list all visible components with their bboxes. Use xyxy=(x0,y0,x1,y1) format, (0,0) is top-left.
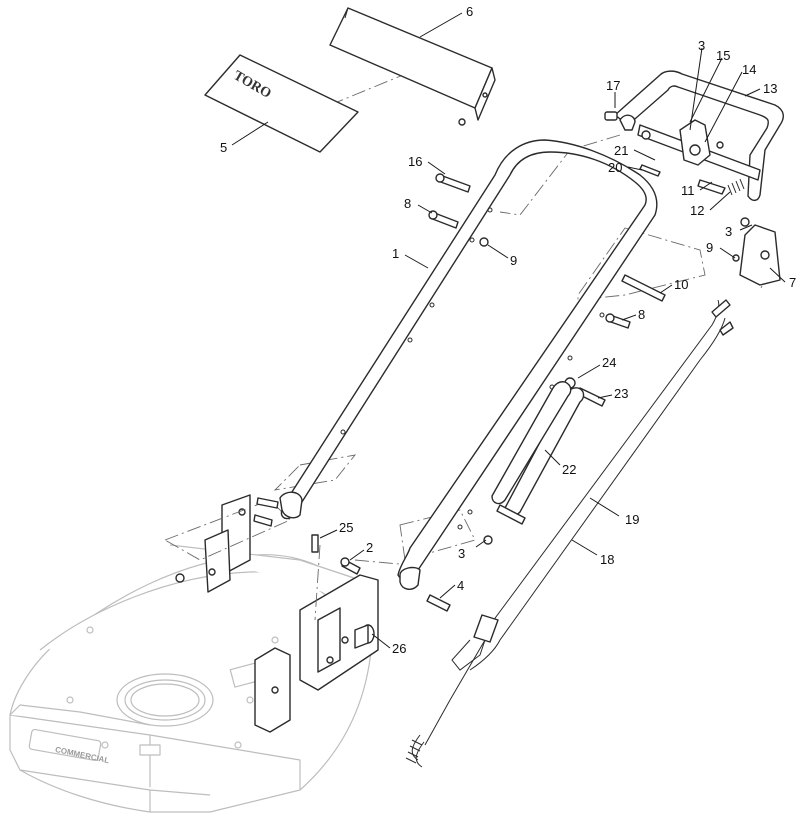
callout-26: 26 xyxy=(392,641,406,656)
bail-assembly xyxy=(614,70,784,202)
callout-2: 2 xyxy=(366,540,373,555)
callout-5: 5 xyxy=(220,140,227,155)
callout-23: 23 xyxy=(614,386,628,401)
callout-17: 17 xyxy=(606,78,620,93)
callout-20: 20 xyxy=(608,160,622,175)
callout-1: 1 xyxy=(392,246,399,261)
callout-25: 25 xyxy=(339,520,353,535)
callout-22: 22 xyxy=(562,462,576,477)
upper-handle xyxy=(279,139,658,590)
control-cables xyxy=(405,299,734,768)
callout-6: 6 xyxy=(466,4,473,19)
callout-15: 15 xyxy=(716,48,730,63)
grass-shield xyxy=(329,7,496,126)
callout-9-right: 9 xyxy=(706,240,713,255)
callout-14: 14 xyxy=(742,62,756,77)
callout-8-upper: 8 xyxy=(404,196,411,211)
handle-brackets xyxy=(204,494,379,733)
callout-16: 16 xyxy=(408,154,422,169)
callout-10: 10 xyxy=(674,277,688,292)
hardware xyxy=(175,111,781,649)
leader-lines xyxy=(231,12,786,649)
callout-3-lower: 3 xyxy=(458,546,465,561)
callout-4: 4 xyxy=(457,578,464,593)
callout-7: 7 xyxy=(789,275,796,290)
toro-decal: TORO xyxy=(204,54,359,153)
callout-21: 21 xyxy=(614,143,628,158)
callout-9-left: 9 xyxy=(510,253,517,268)
callout-24: 24 xyxy=(602,355,616,370)
callout-labels: 6 5 3 15 14 13 17 21 20 11 12 16 8 9 1 3… xyxy=(220,4,796,656)
callout-18: 18 xyxy=(600,552,614,567)
callout-13: 13 xyxy=(763,81,777,96)
callout-12: 12 xyxy=(690,203,704,218)
callout-19: 19 xyxy=(625,512,639,527)
callout-3-top: 3 xyxy=(698,38,705,53)
callout-11: 11 xyxy=(681,183,695,198)
callout-8-lower: 8 xyxy=(638,307,645,322)
callout-3-right: 3 xyxy=(725,224,732,239)
